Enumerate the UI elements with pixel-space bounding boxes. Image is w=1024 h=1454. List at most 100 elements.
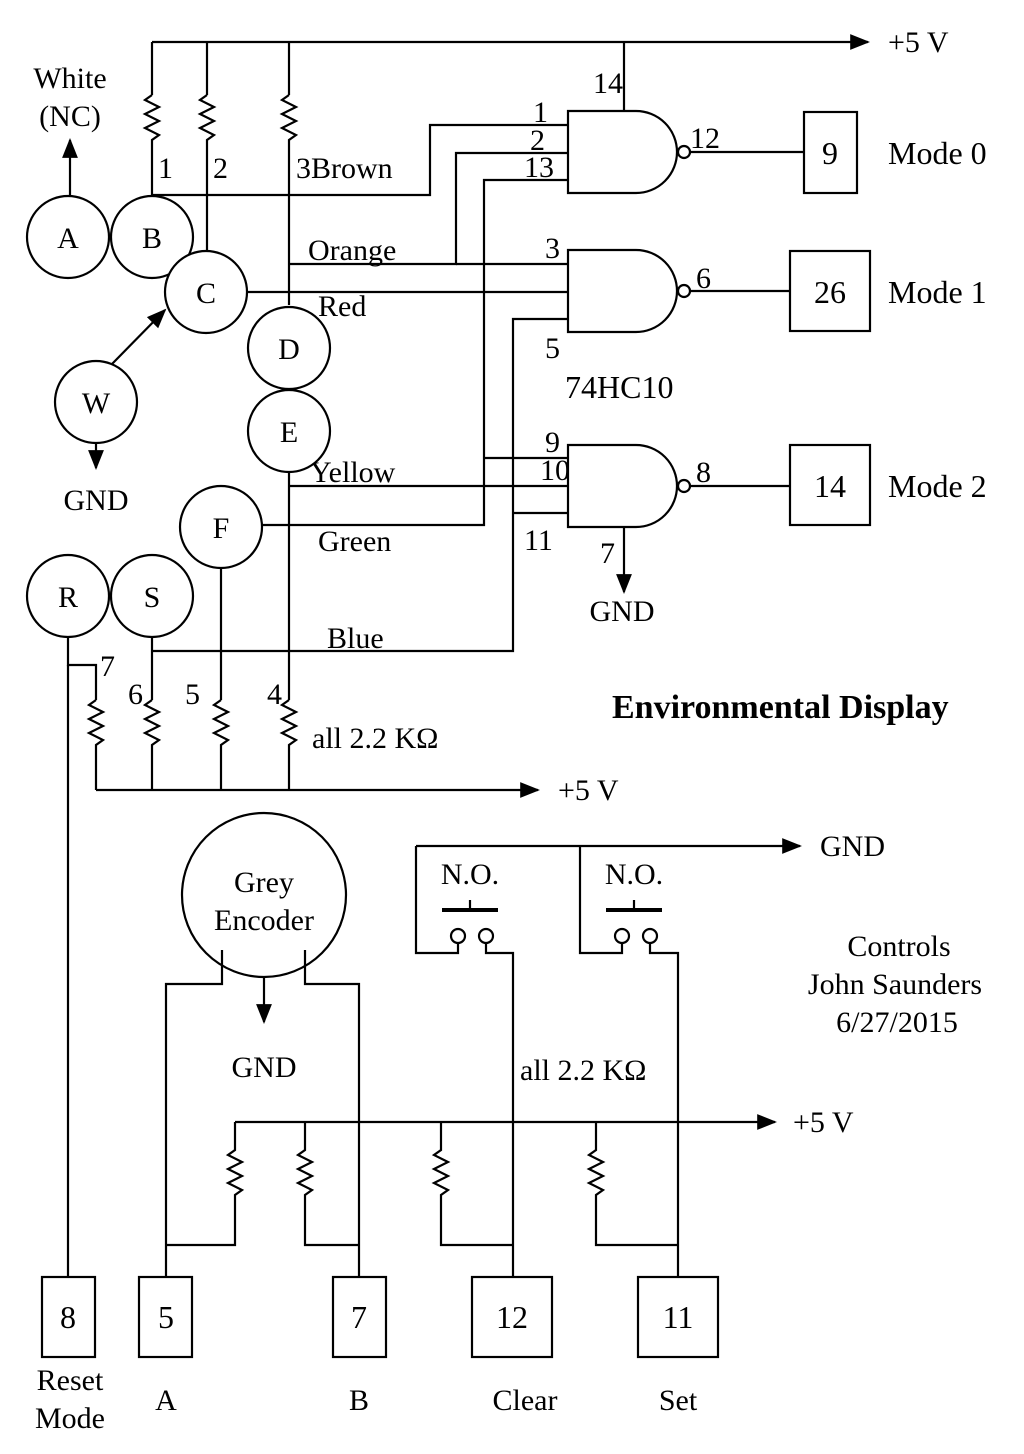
yellow-wire-label: Yellow — [310, 456, 396, 489]
output-box-b — [331, 1275, 388, 1359]
output-label: Set — [659, 1384, 698, 1417]
nand-gate-1: 1 2 13 12 14 — [524, 67, 804, 195]
pin-label: 10 — [540, 454, 570, 487]
vcc-label-top: +5 V — [888, 26, 949, 59]
contact-b — [109, 194, 195, 280]
pin-label: 3 — [545, 232, 560, 265]
resistor-2 — [197, 94, 217, 250]
output-label: A — [155, 1384, 177, 1417]
mode-outputs: 9 Mode 0 26 Mode 1 14 Mode 2 — [788, 110, 987, 527]
output-box-reset-mode — [40, 1275, 97, 1359]
resistor-1 — [142, 94, 162, 195]
mode-label: Mode 0 — [888, 135, 987, 171]
pin-label: 6 — [696, 262, 711, 295]
output-box-number: 8 — [60, 1299, 76, 1335]
orange-wire-label: Orange — [308, 234, 396, 267]
green-wire-label: Green — [318, 525, 391, 558]
caption-line: Controls — [847, 930, 950, 963]
contact-a-label: A — [57, 222, 79, 255]
wiper-arrows: GND — [64, 308, 167, 517]
gnd-label-encoder: GND — [232, 1051, 297, 1084]
resistor-3 — [279, 94, 299, 305]
output-box-number: 12 — [496, 1299, 528, 1335]
control-outputs: 8 Reset Mode 5 A 7 B 12 Clear 11 Set — [35, 1275, 720, 1435]
switch-label: N.O. — [441, 858, 499, 891]
contact-f-label: F — [213, 512, 230, 545]
output-box-number: 9 — [822, 135, 838, 171]
contact-a-note: White (NC) — [33, 62, 107, 195]
nand-gate-2: 3 5 6 — [545, 232, 790, 365]
vcc-label-controls: +5 V — [793, 1106, 854, 1139]
top-vcc-rail: +5 V — [150, 26, 949, 111]
resistor-number: 4 — [267, 678, 282, 711]
output-label: Clear — [493, 1384, 558, 1417]
contact-s — [109, 553, 195, 639]
mode-label: Mode 1 — [888, 274, 987, 310]
output-label: Reset — [37, 1364, 104, 1397]
controls-caption: Controls John Saunders 6/27/2015 — [808, 930, 982, 1039]
vcc-pin-label: 14 — [593, 67, 623, 100]
output-label: Mode — [35, 1402, 105, 1435]
gnd-label-gate: GND — [590, 595, 655, 628]
display-pullup-resistors: 7 6 5 4 all 2.2 KΩ +5 V — [86, 650, 619, 807]
pin-label: 9 — [545, 426, 560, 459]
chip-label: 74HC10 — [565, 369, 673, 405]
pin-label: 12 — [690, 122, 720, 155]
red-wire-label: Red — [318, 290, 366, 323]
gnd-label-w: GND — [64, 484, 129, 517]
resistor-number: 2 — [213, 152, 228, 185]
gnd-label-switch: GND — [820, 830, 885, 863]
contact-c-label: C — [196, 277, 216, 310]
switch-clear: N.O. — [441, 858, 515, 1277]
contact-w-label: W — [82, 387, 111, 420]
output-box-a — [137, 1275, 194, 1359]
output-box-mode-2 — [788, 443, 872, 527]
nc-label: (NC) — [39, 100, 101, 133]
resistor-number: 7 — [100, 650, 115, 683]
encoder-label-line2: Encoder — [214, 904, 314, 937]
contact-s-label: S — [144, 581, 161, 614]
resistor-number: 1 — [158, 152, 173, 185]
encoder-label-line1: Grey — [234, 866, 294, 899]
diagram-title: Environmental Display — [612, 689, 949, 726]
top-pullup-resistors: 1 2 3Brown — [142, 94, 393, 305]
switch-set: N.O. — [605, 858, 680, 1277]
contact-c — [163, 249, 249, 335]
resistor-number: 6 — [128, 678, 143, 711]
pin-label: 8 — [696, 456, 711, 489]
grey-encoder: Grey Encoder GND — [164, 811, 361, 1277]
resistor-number: 5 — [185, 678, 200, 711]
output-box-number: 14 — [814, 468, 846, 504]
resistor-note: all 2.2 KΩ — [520, 1054, 646, 1087]
output-box-number: 7 — [351, 1299, 367, 1335]
output-box-number: 26 — [814, 274, 846, 310]
white-label: White — [33, 62, 106, 95]
output-box-clear — [470, 1275, 554, 1359]
output-label: B — [349, 1384, 369, 1417]
vcc-label-display: +5 V — [558, 774, 619, 807]
pin-label: 1 — [533, 96, 548, 129]
resistor-note: all 2.2 KΩ — [312, 722, 438, 755]
output-box-mode-1 — [788, 249, 872, 333]
gate-input-wires — [66, 123, 568, 1277]
output-box-number: 5 — [158, 1299, 174, 1335]
pin-label: 5 — [545, 332, 560, 365]
contact-b-label: B — [142, 222, 162, 255]
caption-line: 6/27/2015 — [836, 1006, 958, 1039]
contact-r — [25, 553, 111, 639]
contact-d-label: D — [278, 333, 300, 366]
switch-gnd-rail: GND — [414, 830, 885, 955]
output-box-set — [636, 1275, 720, 1359]
pin-label: 11 — [524, 524, 553, 557]
blue-wire-label: Blue — [327, 622, 384, 655]
contact-e-label: E — [280, 416, 298, 449]
output-box-number: 11 — [663, 1299, 694, 1335]
nand-gate-3: 9 10 11 8 7 GND — [524, 426, 790, 628]
mode-label: Mode 2 — [888, 468, 987, 504]
caption-line: John Saunders — [808, 968, 982, 1001]
contact-r-label: R — [58, 581, 78, 614]
brown-wire-label: 3Brown — [296, 152, 393, 185]
contact-e — [246, 388, 332, 474]
gnd-pin-label: 7 — [600, 537, 615, 570]
